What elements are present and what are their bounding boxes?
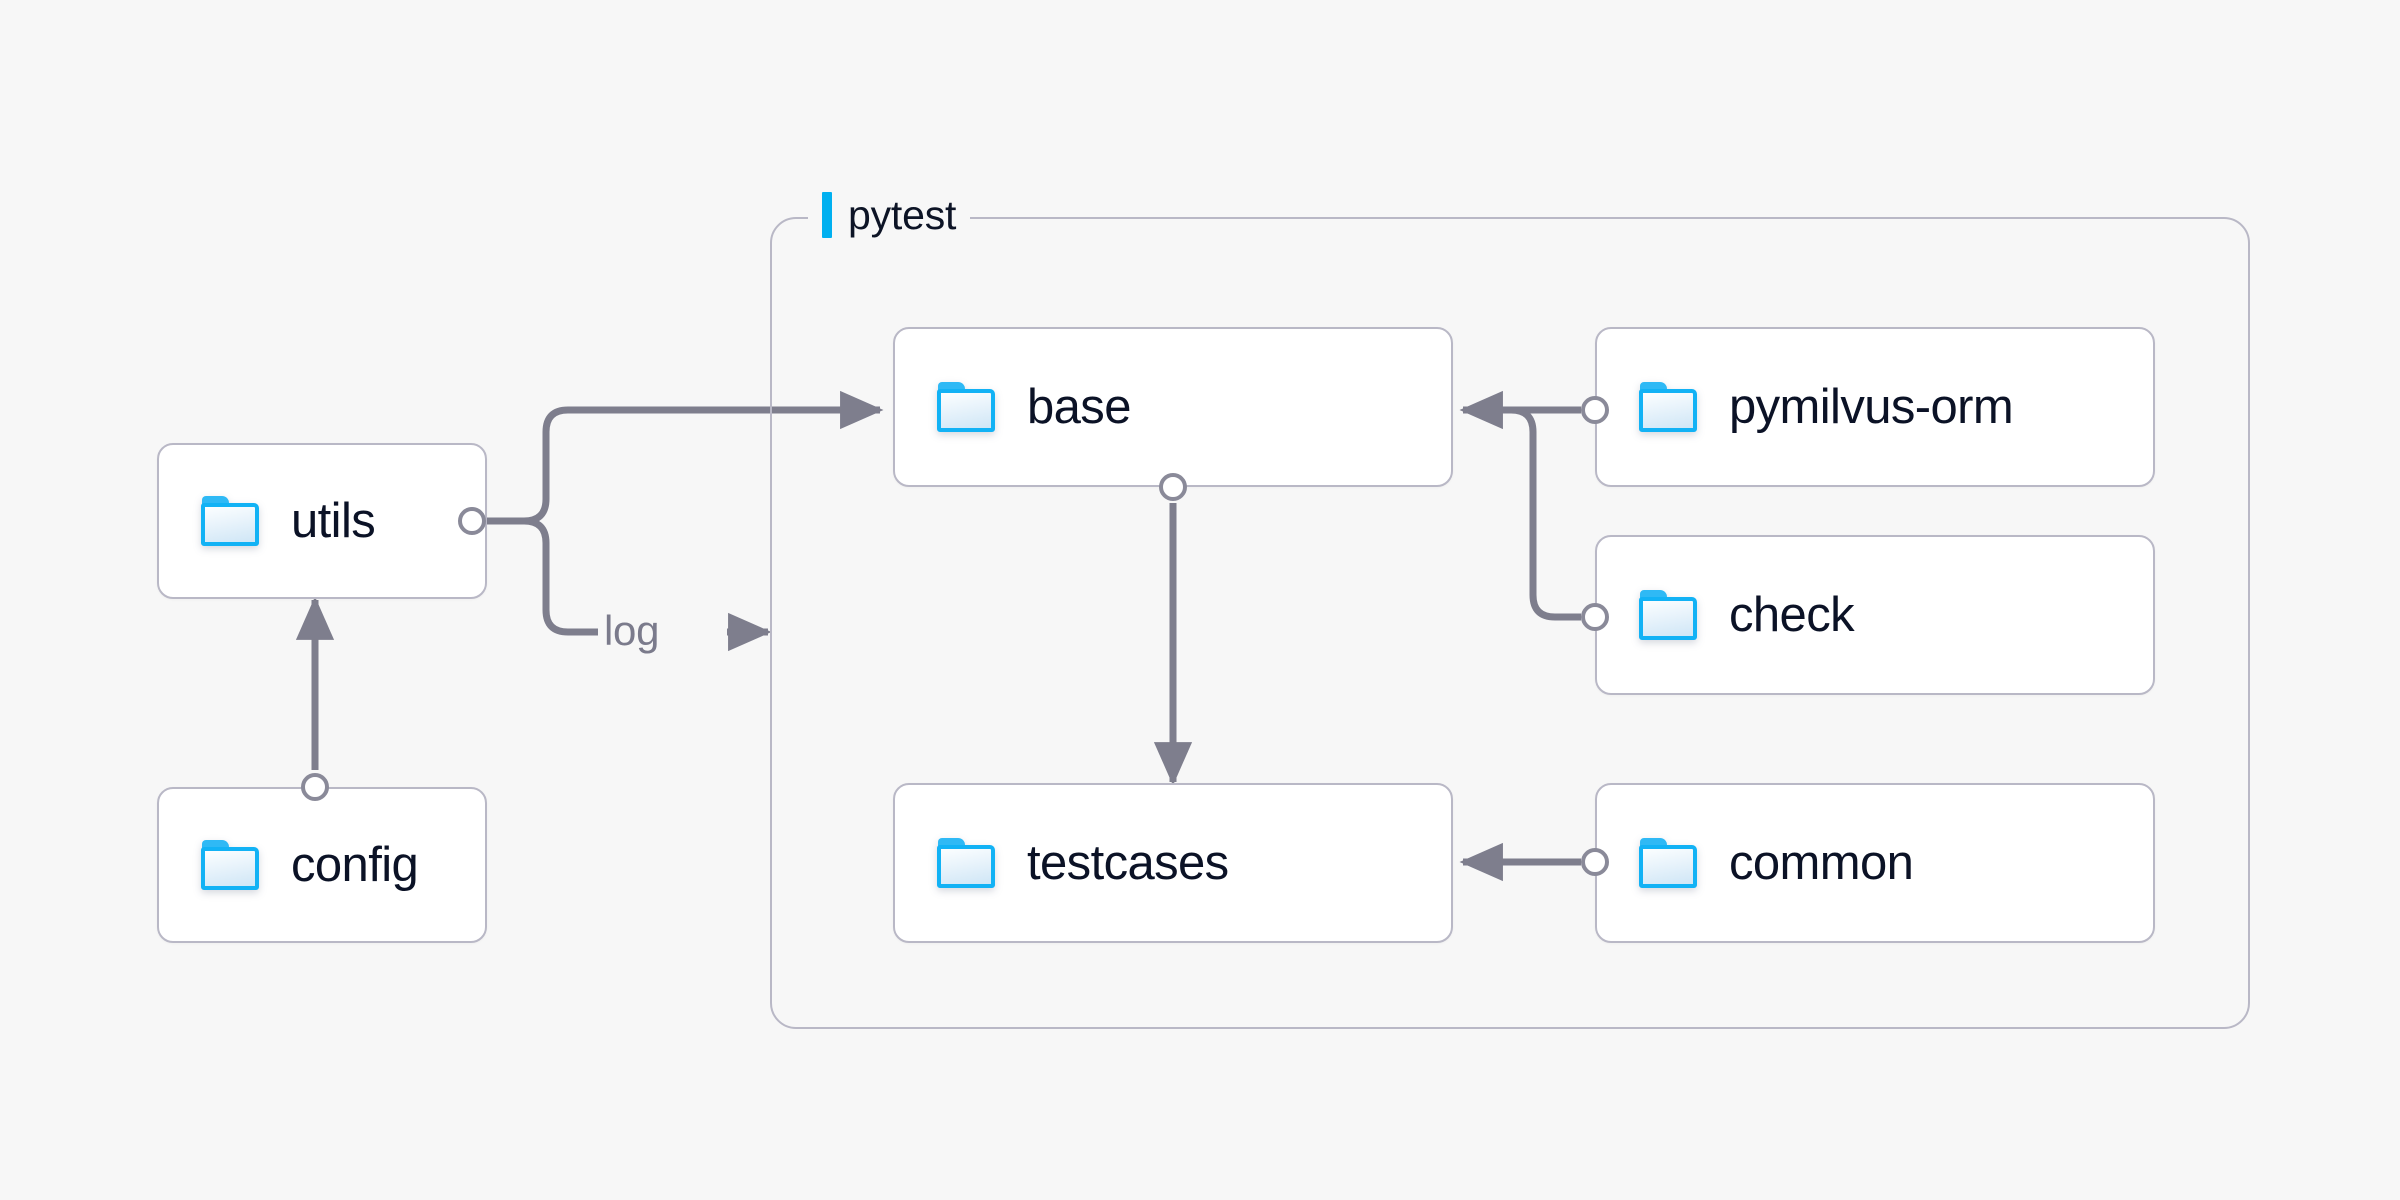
group-accent-bar xyxy=(822,192,832,238)
port-config-top[interactable] xyxy=(301,773,329,801)
folder-icon xyxy=(201,840,259,890)
node-base[interactable]: base xyxy=(893,327,1453,487)
edge-label-log: log xyxy=(604,607,660,654)
node-common-label: common xyxy=(1729,835,1914,890)
node-config[interactable]: config xyxy=(157,787,487,943)
node-testcases[interactable]: testcases xyxy=(893,783,1453,943)
folder-icon xyxy=(1639,838,1697,888)
node-testcases-label: testcases xyxy=(1027,835,1229,890)
node-config-label: config xyxy=(291,837,419,892)
group-pytest-label: pytest xyxy=(808,190,971,240)
port-common-left[interactable] xyxy=(1581,848,1609,876)
node-utils[interactable]: utils xyxy=(157,443,487,599)
port-check-left[interactable] xyxy=(1581,603,1609,631)
folder-icon xyxy=(1639,382,1697,432)
node-pymilvus-orm[interactable]: pymilvus-orm xyxy=(1595,327,2155,487)
node-utils-label: utils xyxy=(291,493,376,548)
folder-icon xyxy=(937,838,995,888)
group-pytest-title: pytest xyxy=(848,191,957,238)
node-check-label: check xyxy=(1729,587,1855,642)
node-base-label: base xyxy=(1027,379,1131,434)
node-check[interactable]: check xyxy=(1595,535,2155,695)
folder-icon xyxy=(201,496,259,546)
node-pymilvus-orm-label: pymilvus-orm xyxy=(1729,379,2014,434)
folder-icon xyxy=(1639,590,1697,640)
port-utils-right[interactable] xyxy=(458,507,486,535)
node-common[interactable]: common xyxy=(1595,783,2155,943)
port-base-bottom[interactable] xyxy=(1159,473,1187,501)
port-pymilvus-orm-left[interactable] xyxy=(1581,396,1609,424)
group-pytest[interactable] xyxy=(770,217,2250,1029)
folder-icon xyxy=(937,382,995,432)
edge-utils-to-log xyxy=(523,517,598,636)
